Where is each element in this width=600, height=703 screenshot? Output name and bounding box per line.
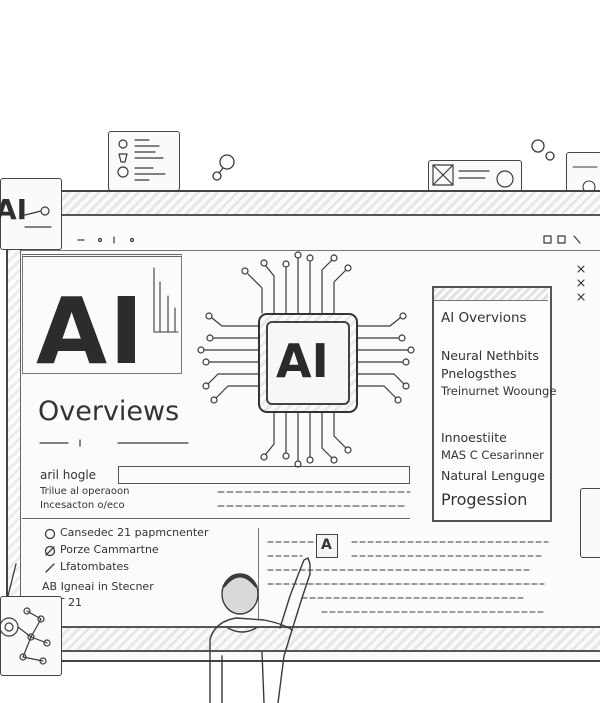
pencil-stroke-doodle (7, 563, 17, 597)
floating-image-card (428, 160, 522, 192)
background-chart-box (22, 254, 182, 374)
profile-doodle-icon (117, 139, 166, 181)
slash-icon (45, 563, 55, 573)
check-circle-icon (44, 545, 56, 557)
form-line-2: Incesacton o/eco (40, 500, 125, 511)
board-bottom-bar (8, 626, 600, 652)
ai-chip-label: AI (276, 334, 329, 388)
ai-chip-core (266, 321, 350, 405)
floating-ai-card: AI (0, 178, 62, 250)
checklist-label: Porze Cammartne (60, 543, 159, 556)
form-line-1: Trilue al operaoon (40, 486, 130, 497)
bubble-doodle-icon-2 (531, 139, 555, 161)
panel-item[interactable]: Innoestiite (441, 430, 507, 445)
panel-item[interactable]: Natural Lenguge (441, 468, 545, 483)
gear-network-icon (0, 607, 51, 665)
panel-title: AI Overvions (441, 310, 527, 326)
checklist-label: Lfatombates (60, 560, 130, 573)
panel-header-bar (434, 288, 548, 301)
circle-icon (44, 528, 56, 540)
close-marks-icon (577, 265, 585, 301)
panel-item[interactable]: Progession (441, 490, 528, 509)
ai-overviews-panel (432, 286, 552, 522)
form-text-input[interactable] (118, 466, 410, 484)
image-doodle-icon (432, 164, 514, 188)
side-tab-card (580, 488, 600, 558)
floating-ai-label: AI (0, 193, 28, 226)
node-doodle-icon (24, 206, 52, 228)
badge-letter: A (321, 537, 332, 553)
person-pointing-illustration (209, 557, 311, 703)
toolbar-doodles (77, 235, 581, 244)
bubble-doodle-icon (212, 154, 235, 181)
text-panel (258, 528, 555, 620)
floating-profile-card (108, 131, 180, 191)
form-field-label: aril hogle (40, 468, 97, 482)
text-panel-badge[interactable]: A (316, 534, 338, 558)
form-divider (22, 518, 410, 519)
panel-item[interactable]: MAS C Cesarinner (441, 448, 544, 462)
footer-line-1: AB Igneai in Stecner (42, 580, 154, 593)
text-panel-scribbles (267, 541, 549, 613)
circuit-traces-icon (197, 251, 415, 468)
board-toolbar (8, 228, 600, 251)
form-scribble-lines (217, 491, 411, 507)
heading-underline-doodle (39, 439, 189, 447)
panel-item[interactable]: Neural Nethbits (441, 348, 539, 363)
mini-chart-doodle (153, 267, 179, 333)
overviews-heading: Overviews (38, 396, 180, 427)
big-ai-title: AI (36, 278, 146, 385)
floating-gear-card (0, 596, 62, 676)
panel-item[interactable]: Pnelogsthes (441, 366, 517, 381)
checklist-label: Cansedec 21 papmcnenter (60, 526, 209, 539)
board-left-rail (8, 250, 21, 626)
board-title-bar (8, 192, 600, 216)
panel-item[interactable]: Treinurnet Woounge (441, 384, 557, 398)
